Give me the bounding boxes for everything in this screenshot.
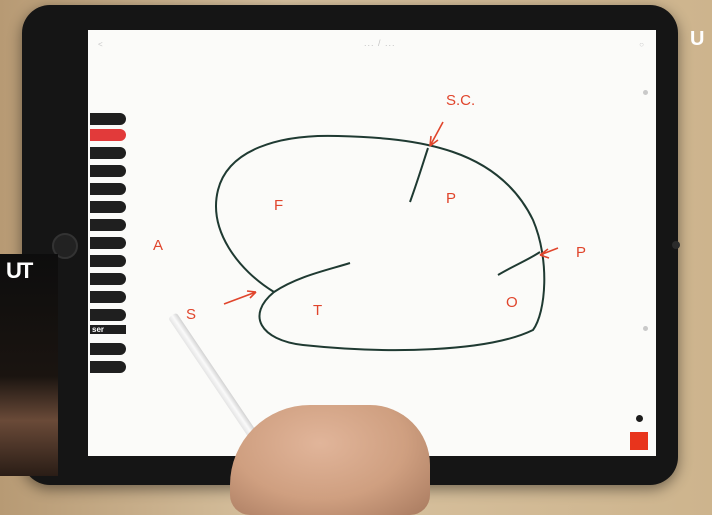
- corner-logo: U: [690, 28, 705, 50]
- label-p-top: P: [446, 190, 457, 207]
- back-icon[interactable]: <: [98, 40, 103, 49]
- channel-logo: UT: [6, 258, 33, 283]
- settings-icon[interactable]: ○: [639, 40, 644, 49]
- airbrush-tool[interactable]: [90, 237, 126, 249]
- channel-logo-overlay: UT: [0, 254, 58, 476]
- label-t: T: [313, 302, 323, 319]
- label-a: A: [153, 237, 164, 254]
- page-indicator-bottom: [643, 326, 648, 331]
- calligraphy-tool[interactable]: [90, 219, 126, 231]
- pen-tool[interactable]: [90, 147, 126, 159]
- color-picker-icon[interactable]: [636, 415, 643, 422]
- parieto-occipital-line: [497, 251, 541, 276]
- marker-tool[interactable]: [90, 129, 126, 141]
- label-sc: S.C.: [446, 92, 476, 109]
- pattern-tool[interactable]: [90, 273, 126, 285]
- front-camera: [672, 241, 680, 249]
- fineliner-tool[interactable]: [90, 183, 126, 195]
- label-o: O: [506, 294, 518, 311]
- label-f: F: [274, 197, 284, 214]
- tool-palette: ser: [88, 113, 128, 378]
- sylvian-fissure: [273, 262, 351, 293]
- fill-tool[interactable]: [90, 361, 126, 373]
- drawing-canvas[interactable]: [88, 30, 656, 456]
- eraser-label[interactable]: ser: [90, 325, 126, 334]
- ruler-tool[interactable]: [90, 343, 126, 355]
- highlighter-tool[interactable]: [90, 201, 126, 213]
- central-sulcus: [409, 147, 429, 203]
- page-indicator-top: [643, 90, 648, 95]
- arrow-p: [539, 247, 559, 259]
- brain-outline: [215, 134, 546, 352]
- arrow-sc: [429, 121, 444, 147]
- smudge-tool[interactable]: [90, 309, 126, 321]
- color-swatch[interactable]: [630, 432, 648, 450]
- brush-tool[interactable]: [90, 165, 126, 177]
- crayon-tool[interactable]: [90, 255, 126, 267]
- arrow-s: [223, 290, 257, 305]
- drawing-app-screen: ... / ... < ○ ser: [88, 30, 656, 456]
- hand: [230, 405, 430, 515]
- document-title[interactable]: ... / ...: [364, 38, 396, 48]
- label-p-right: P: [576, 244, 587, 261]
- label-s: S: [186, 306, 197, 323]
- pencil-tool[interactable]: [90, 113, 126, 125]
- eraser-tool[interactable]: [90, 291, 126, 303]
